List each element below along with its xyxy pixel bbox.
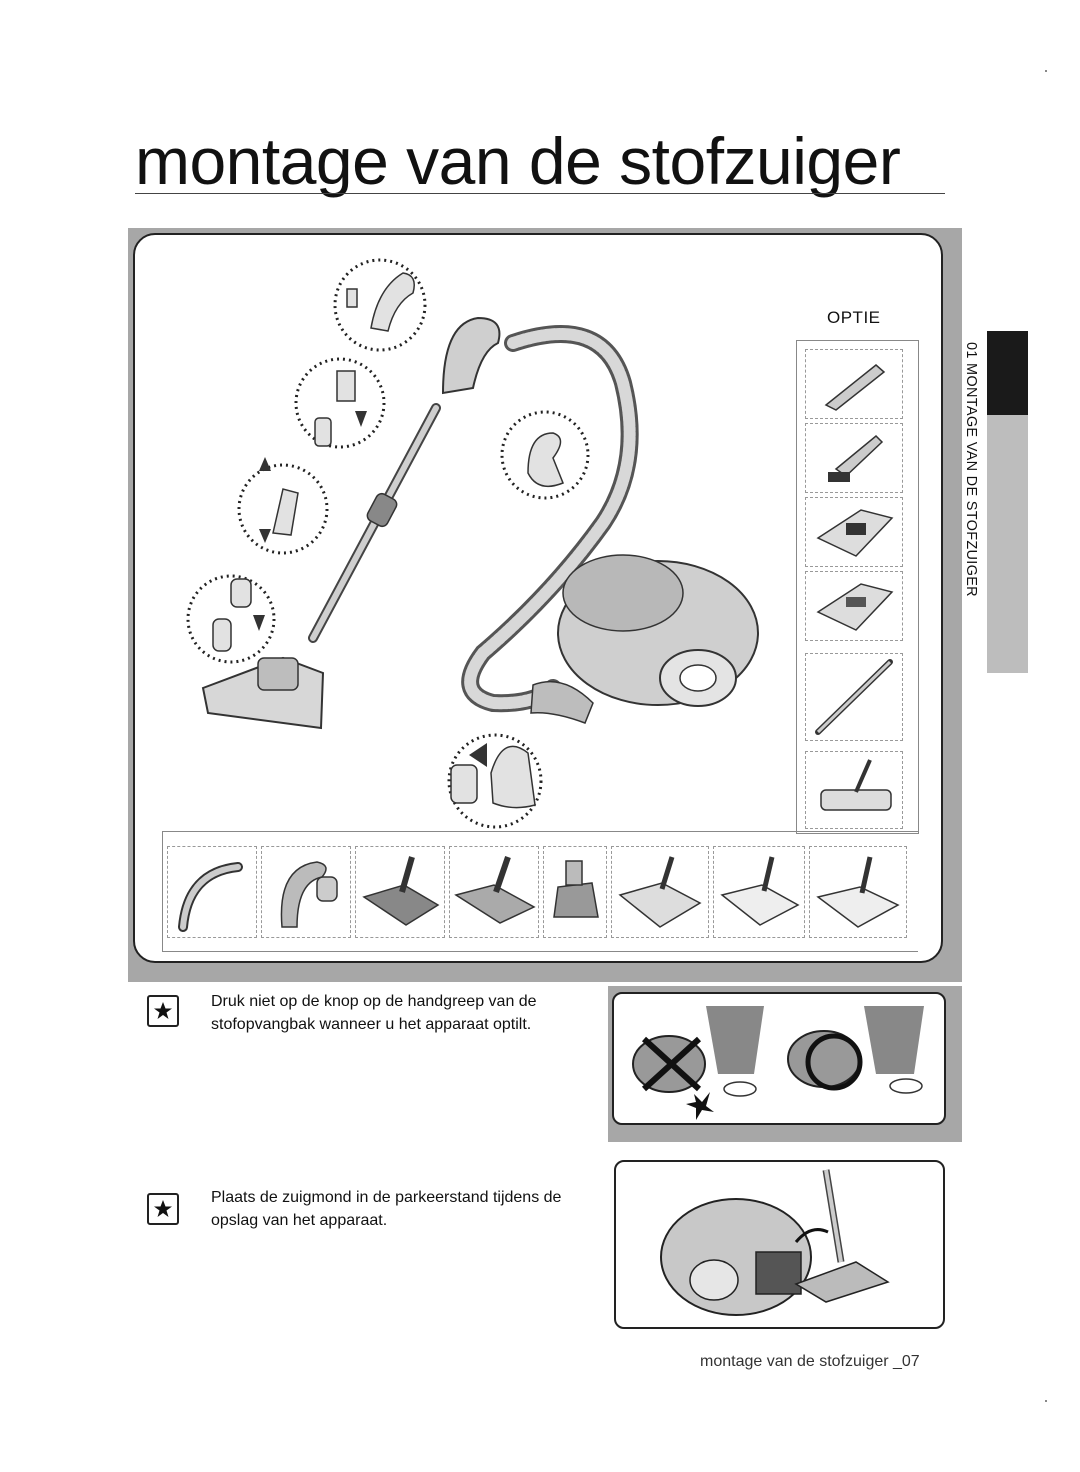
page-footer: montage van de stofzuiger _07 bbox=[700, 1353, 920, 1370]
crop-mark bbox=[1045, 1400, 1047, 1402]
page-title: montage van de stofzuiger bbox=[135, 124, 901, 198]
chapter-tab-label: 01 MONTAGE VAN DE STOFZUIGER bbox=[963, 342, 979, 597]
dusting-brush-slot bbox=[805, 423, 903, 493]
turbo-brush-icon bbox=[553, 860, 599, 918]
accessory-slot bbox=[611, 846, 709, 938]
crop-mark bbox=[1045, 70, 1047, 72]
lift-illustration-panel bbox=[612, 992, 946, 1125]
floor-brush-slot bbox=[805, 751, 903, 829]
star-note-icon bbox=[147, 1193, 179, 1225]
accessory-slot bbox=[355, 846, 445, 938]
power-brush-icon bbox=[618, 856, 702, 928]
extension-pipe-icon bbox=[815, 659, 893, 735]
lift-instruction-illustration bbox=[632, 1006, 924, 1120]
accessory-slot bbox=[449, 846, 539, 938]
vacuum-assembly-illustration bbox=[186, 258, 759, 829]
upholstery-tool-slot bbox=[805, 571, 903, 641]
optie-label: OPTIE bbox=[827, 308, 881, 327]
mattress-tool-slot bbox=[805, 497, 903, 567]
included-accessories-box bbox=[162, 831, 918, 952]
upholstery-tool-icon bbox=[816, 583, 894, 631]
parquet-nozzle-icon bbox=[454, 856, 536, 924]
parking-position-illustration bbox=[660, 1169, 890, 1316]
chapter-tab-band bbox=[987, 415, 1028, 673]
note-line: stofopvangbak wanneer u het apparaat opt… bbox=[211, 1016, 532, 1033]
accessory-slot bbox=[543, 846, 607, 938]
grip-handle-icon bbox=[280, 861, 338, 928]
chapter-tab-marker bbox=[987, 331, 1028, 415]
star-note-icon bbox=[147, 995, 179, 1027]
note-line: Druk niet op de knop op de handgreep van… bbox=[211, 993, 537, 1010]
crevice-tool-icon bbox=[824, 364, 886, 411]
dusting-brush-icon bbox=[828, 434, 884, 482]
note-lift-text: Druk niet op de knop op de handgreep van… bbox=[211, 990, 537, 1036]
accessory-slot bbox=[713, 846, 805, 938]
note-line: opslag van het apparaat. bbox=[211, 1212, 388, 1229]
accessory-slot bbox=[261, 846, 351, 938]
crevice-tool-slot bbox=[805, 349, 903, 419]
note-parking-text: Plaats de zuigmond in de parkeerstand ti… bbox=[211, 1186, 561, 1232]
accessory-slot bbox=[809, 846, 907, 938]
note-line: Plaats de zuigmond in de parkeerstand ti… bbox=[211, 1189, 562, 1206]
hybrid-brush-icon bbox=[816, 856, 900, 928]
hose-handle-icon bbox=[178, 862, 243, 932]
title-rule bbox=[135, 193, 945, 194]
accessory-slot bbox=[167, 846, 257, 938]
optional-accessories-box bbox=[796, 340, 919, 834]
mattress-tool-icon bbox=[816, 509, 894, 557]
floor-brush-icon bbox=[820, 759, 892, 811]
pet-brush-icon bbox=[720, 856, 800, 926]
parking-illustration-panel bbox=[614, 1160, 945, 1329]
floor-nozzle-icon bbox=[362, 856, 440, 926]
extension-pipe-slot bbox=[805, 653, 903, 741]
